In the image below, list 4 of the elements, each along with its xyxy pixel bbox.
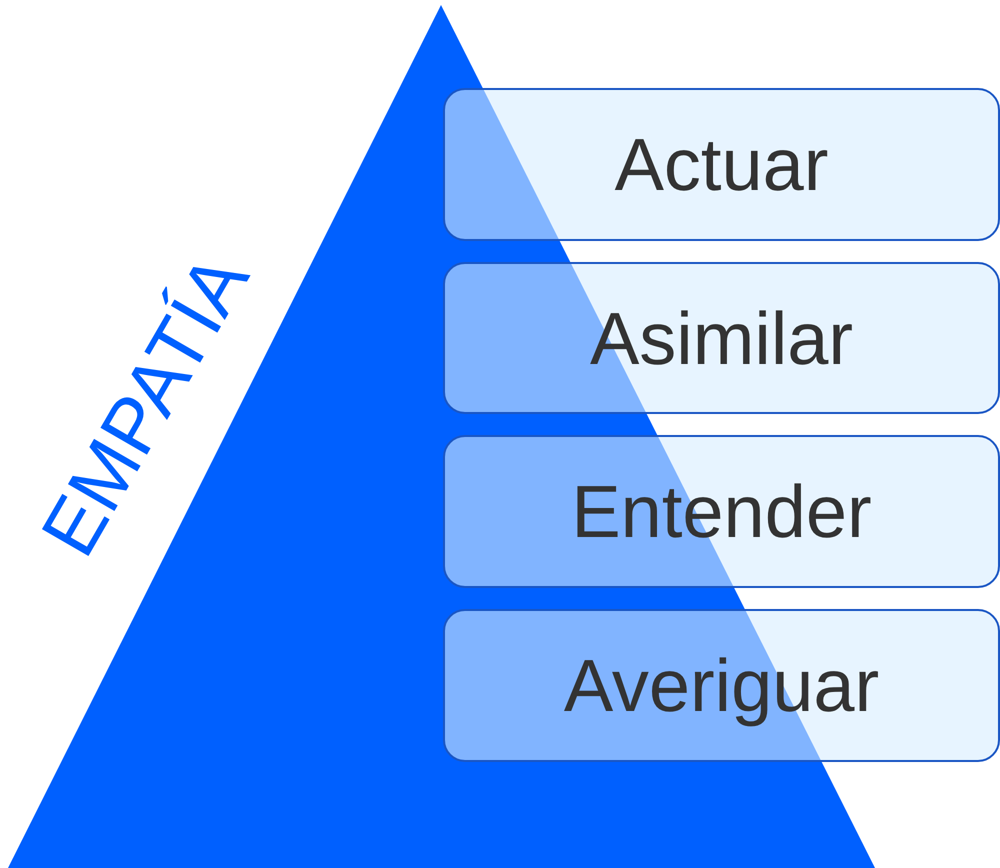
level-box: Entender bbox=[443, 435, 1000, 588]
level-box: Averiguar bbox=[443, 609, 1000, 762]
level-box: Actuar bbox=[443, 88, 1000, 241]
level-box: Asimilar bbox=[443, 262, 1000, 414]
